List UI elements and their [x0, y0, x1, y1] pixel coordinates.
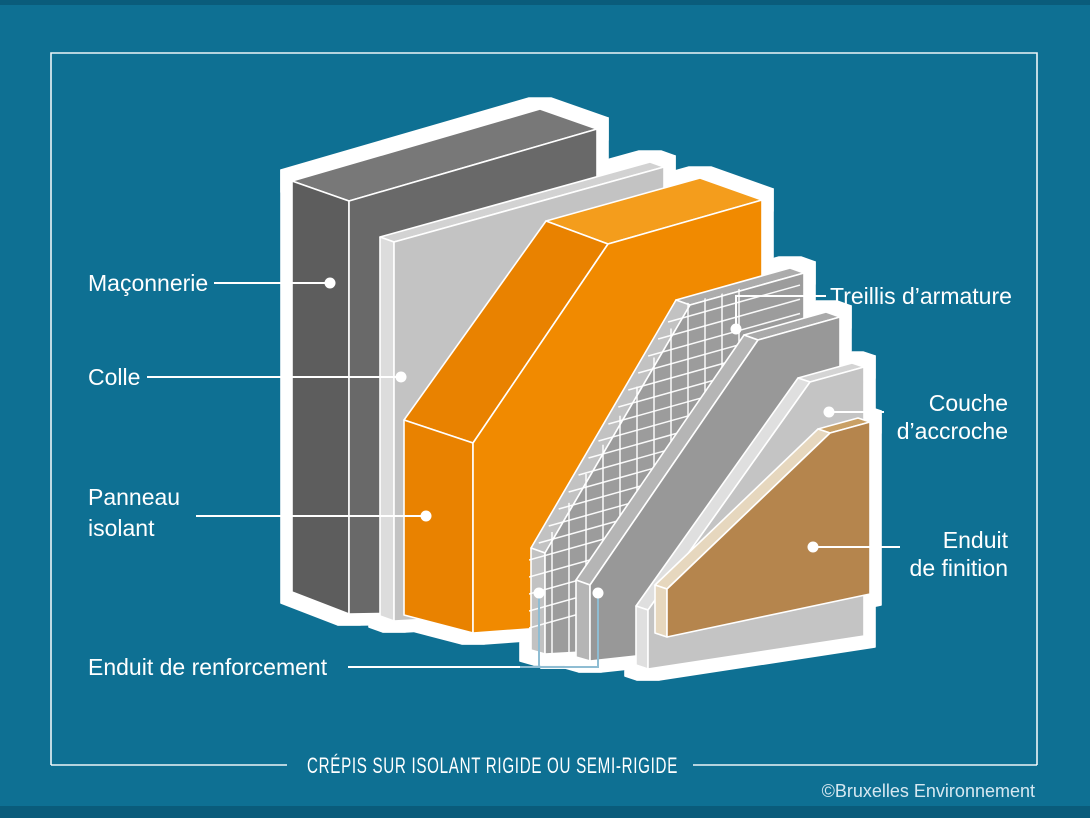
insulation-side-face: [403, 419, 474, 634]
frame-border: [50, 52, 1038, 765]
leader-lines: [147, 277, 900, 668]
copyright-credit: ©Bruxelles Environnement: [822, 781, 1035, 801]
label-insulation-line1: Panneau: [88, 484, 180, 510]
base-coat-2-side-face: [575, 579, 591, 662]
label-insulation-line2: isolant: [88, 515, 155, 541]
dot-key-coat: [823, 406, 835, 418]
label-finish-coat-line1: Enduit: [943, 527, 1009, 553]
label-masonry: Maçonnerie: [88, 270, 208, 296]
bottom-edge-strip: [0, 806, 1090, 818]
finish-coat-side-face: [654, 584, 668, 638]
wall-layers: [291, 108, 871, 670]
label-mesh: Treillis d’armature: [830, 283, 1012, 309]
dot-masonry: [324, 277, 336, 289]
masonry-side-face: [291, 180, 350, 615]
label-key-coat-line1: Couche: [929, 390, 1008, 416]
label-adhesive: Colle: [88, 364, 140, 390]
label-base-coat: Enduit de renforcement: [88, 654, 328, 680]
diagram-title: CRÉPIS SUR ISOLANT RIGIDE OU SEMI-RIGIDE: [307, 753, 678, 778]
finish-coat-front-face: [666, 421, 871, 638]
dot-finish-coat: [807, 541, 819, 553]
key-coat-side-face: [635, 605, 649, 670]
label-finish-coat-line2: de finition: [910, 555, 1008, 581]
adhesive-side-face: [379, 236, 395, 622]
top-edge-strip: [0, 0, 1090, 5]
dot-base-coat-1: [533, 587, 545, 599]
leader-mesh: [735, 295, 826, 329]
dot-mesh: [730, 323, 742, 335]
leader-base-coat-bracket: [520, 593, 599, 668]
dot-base-coat-2: [592, 587, 604, 599]
label-key-coat-line2: d’accroche: [897, 418, 1008, 444]
layer-finish-coat: [654, 417, 871, 638]
dot-adhesive: [395, 371, 407, 383]
dot-insulation: [420, 510, 432, 522]
layer-labels: Maçonnerie Colle Panneau isolant Enduit …: [88, 270, 1012, 680]
